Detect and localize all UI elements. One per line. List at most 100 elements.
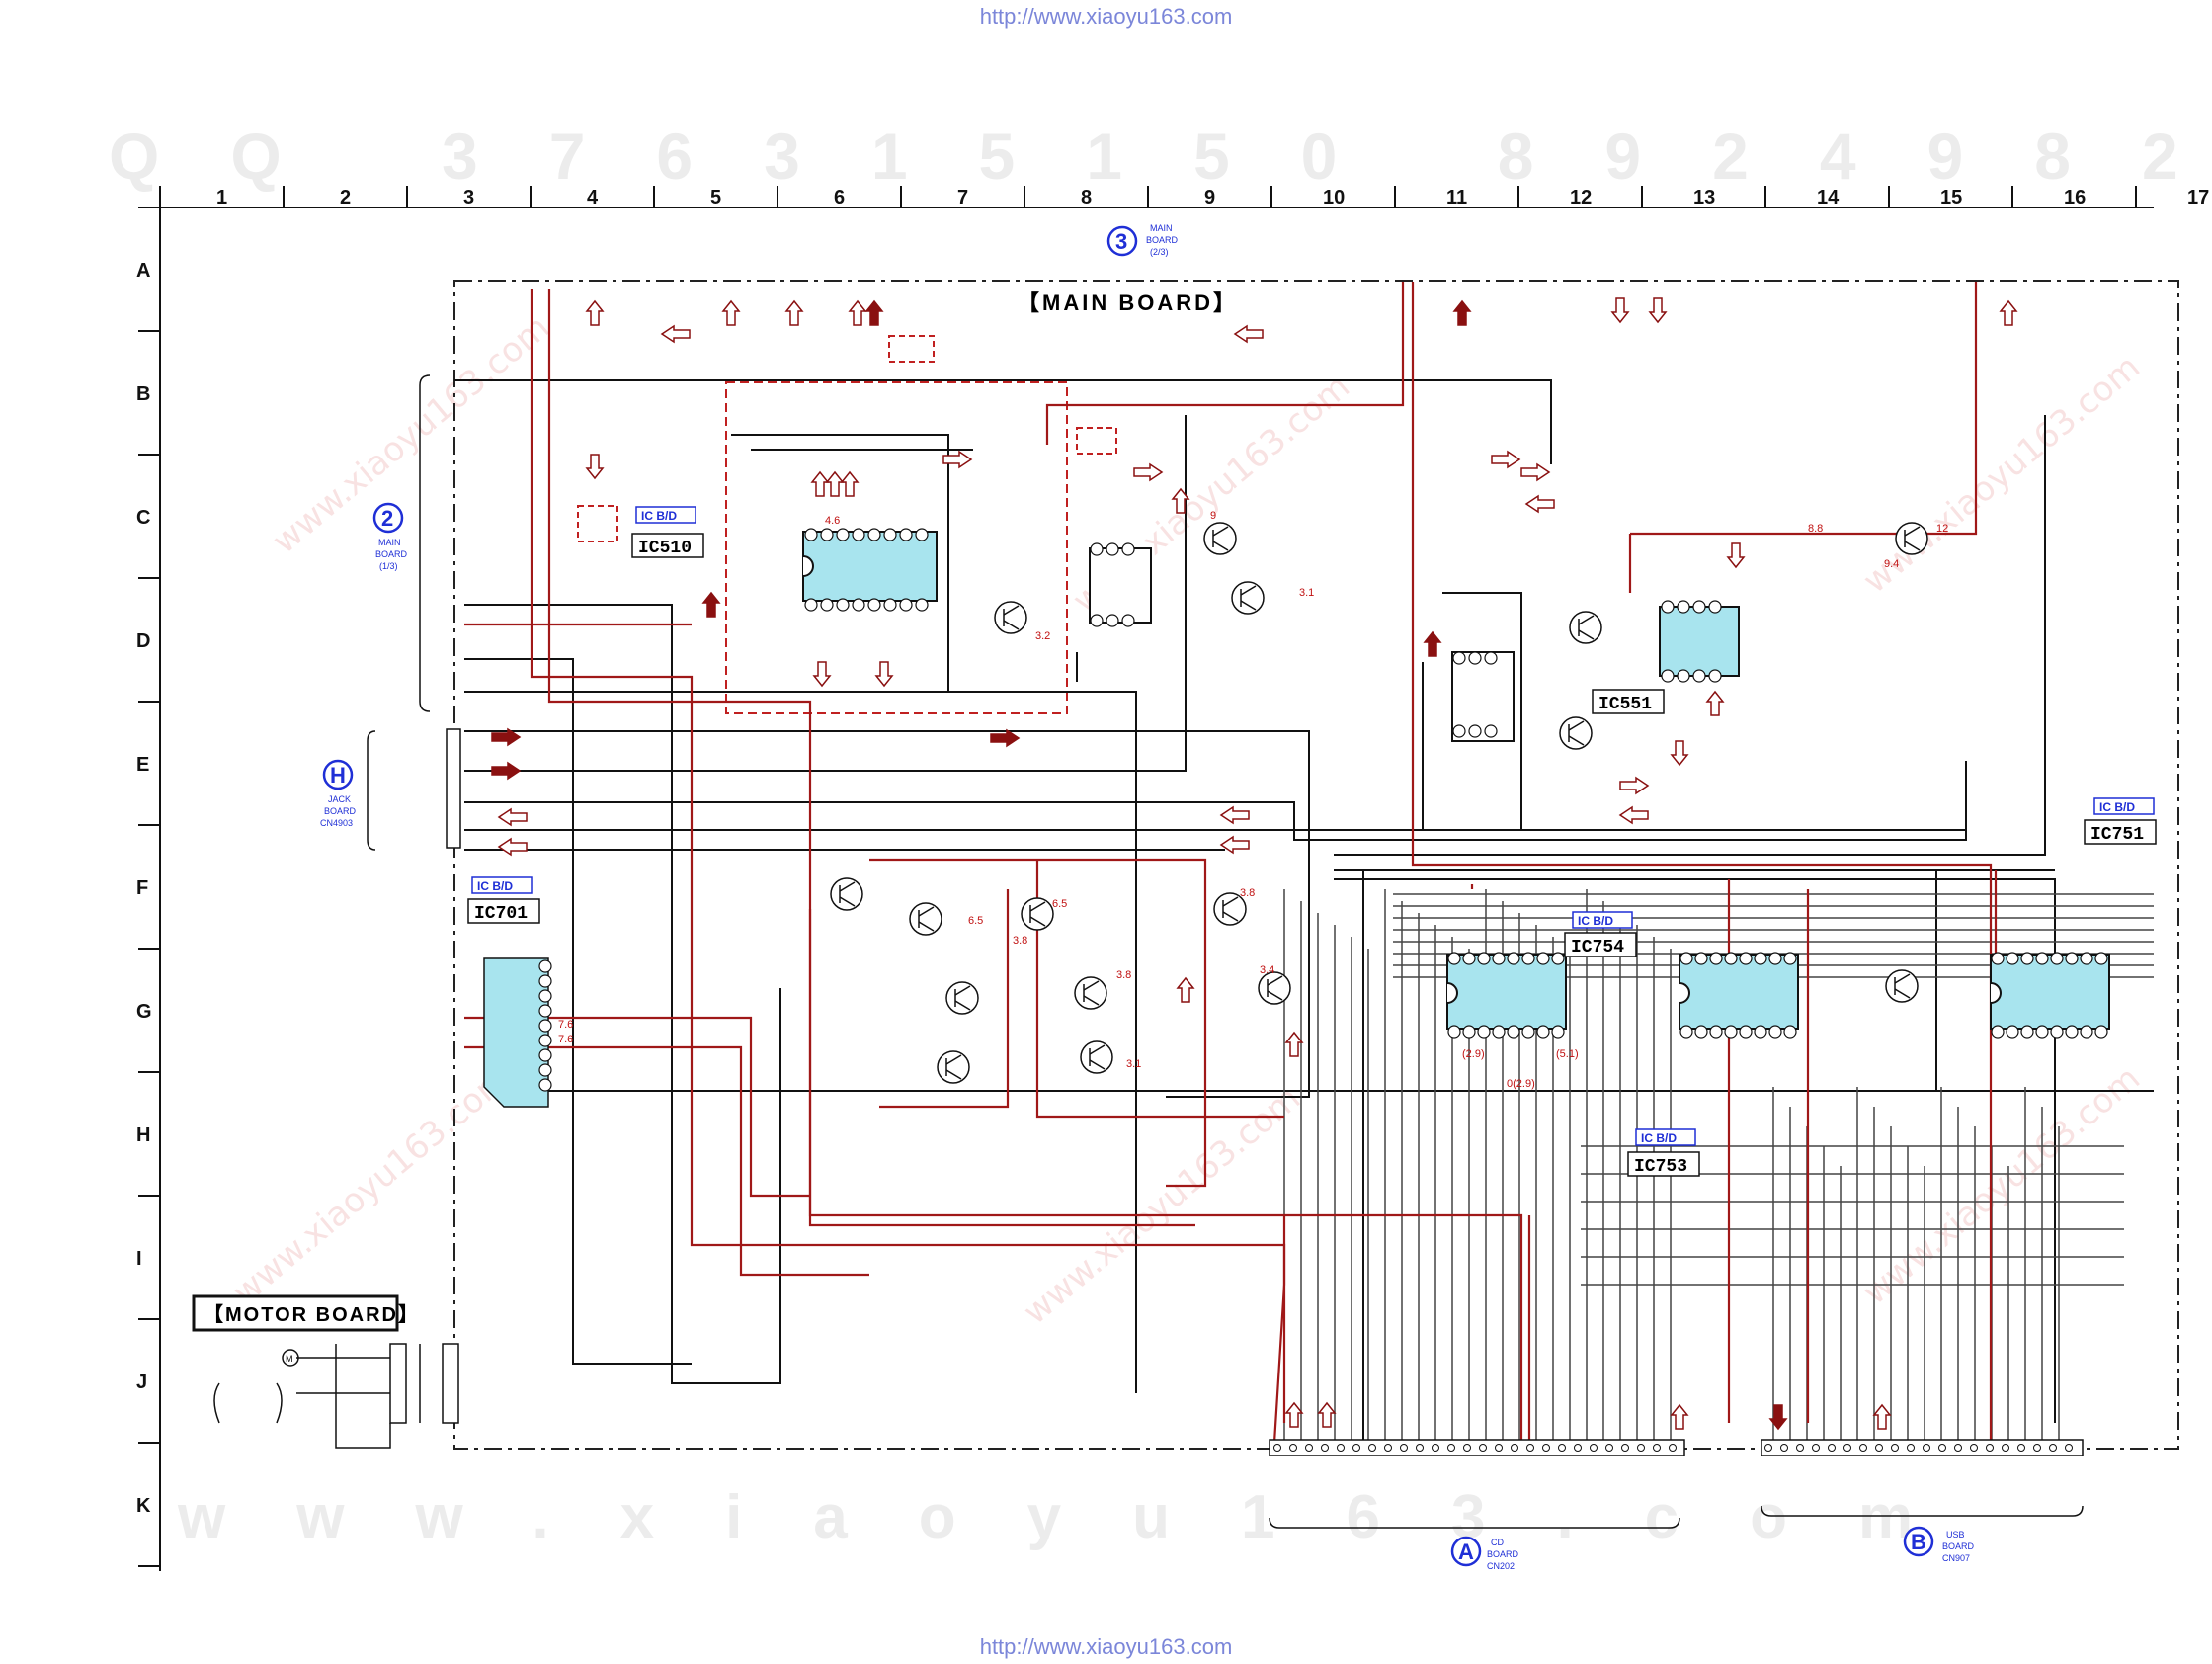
ic753-chip: [1679, 954, 1799, 1030]
row-label: D: [136, 630, 150, 652]
transistors: [830, 522, 1928, 1084]
ic-pin: [1468, 651, 1482, 665]
ic510-tag: IC B/D: [641, 509, 677, 523]
ic-pin: [804, 598, 818, 612]
ic551-chip: [1659, 606, 1740, 677]
voltage-label: 4.6: [825, 515, 840, 527]
connector-pin: [1812, 1444, 1820, 1452]
ic510-name: IC510: [638, 539, 692, 558]
header-url[interactable]: http://www.xiaoyu163.com: [979, 4, 1233, 29]
row-label: E: [136, 754, 149, 776]
connector-pin: [1321, 1444, 1329, 1452]
capacitor-dashed-box: [577, 505, 618, 542]
column-label: 8: [1081, 187, 1092, 208]
connector-pin: [1605, 1444, 1613, 1452]
ic-pin: [836, 598, 850, 612]
connector-pin: [1653, 1444, 1661, 1452]
signal-arrow-up: [864, 299, 884, 326]
connector-pin: [1305, 1444, 1313, 1452]
column-label: 15: [1940, 187, 1962, 208]
signal-arrow-left: [1219, 805, 1250, 825]
signal-arrow-left: [1618, 805, 1649, 825]
signal-arrow-up: [1423, 630, 1442, 657]
signal-arrow-right: [1619, 776, 1650, 795]
voltage-label: 3.8: [1240, 887, 1255, 899]
ic-pin: [1507, 952, 1520, 965]
ref-usb-board-b: B USB BOARD CN907: [1903, 1526, 1975, 1563]
ic-pin: [1536, 952, 1550, 965]
voltage-label: 3.2: [1035, 630, 1050, 642]
connector-pin: [2065, 1444, 2073, 1452]
footer-url[interactable]: http://www.xiaoyu163.com: [979, 1634, 1233, 1659]
connector-pin: [1384, 1444, 1392, 1452]
ic-pin: [1551, 952, 1565, 965]
signal-arrow-up: [840, 470, 860, 497]
ic-pin: [1521, 952, 1535, 965]
signal-arrow-down: [1768, 1404, 1788, 1431]
connector-pin: [1511, 1444, 1518, 1452]
ic-pin: [1709, 952, 1723, 965]
ic-pin: [1447, 952, 1461, 965]
ic-pin: [1709, 1025, 1723, 1039]
ic-pin: [2035, 1025, 2049, 1039]
jack-bracket: [367, 730, 376, 851]
watermark-qq: QQ 376315150 892498299: [109, 120, 2212, 193]
ref-main-board-2: 2 MAIN BOARD (1/3): [372, 502, 408, 571]
ic-pin: [1521, 1025, 1535, 1039]
connector-pin: [1368, 1444, 1376, 1452]
watermark-site: www.xiaoyu163.com: [178, 1483, 1985, 1551]
svg-text:MAIN: MAIN: [378, 538, 401, 547]
transistor: [1895, 522, 1928, 555]
connector-pin: [1400, 1444, 1408, 1452]
column-label: 7: [957, 187, 968, 208]
ic-pin: [1661, 669, 1675, 683]
ic-pins: [538, 528, 2108, 1092]
ic753-tag: IC B/D: [1641, 1131, 1677, 1145]
column-label: 5: [710, 187, 721, 208]
main-board-title: 【MAIN BOARD】: [1018, 291, 1238, 315]
ic-pin: [883, 528, 897, 541]
connector-pin: [1273, 1444, 1281, 1452]
ic754-chip: [1446, 954, 1567, 1030]
signal-arrow-up: [701, 591, 721, 618]
ic751-name: IC751: [2090, 825, 2144, 845]
connector-pin: [1938, 1444, 1946, 1452]
column-label: 4: [587, 187, 599, 208]
ic-pin: [538, 1078, 552, 1092]
column-label: 16: [2064, 187, 2086, 208]
signal-arrow-up: [784, 299, 804, 326]
ic551-name: IC551: [1598, 695, 1652, 714]
connector-pin: [1574, 1444, 1582, 1452]
ic-pin: [867, 528, 881, 541]
connector-pin: [1289, 1444, 1297, 1452]
cd-brace: [1269, 1517, 1680, 1529]
connector-pin: [1796, 1444, 1804, 1452]
voltage-label: 8.8: [1808, 523, 1823, 535]
ic753-label-group: IC B/D IC753: [1627, 1128, 1700, 1177]
signal-arrow-left: [497, 837, 528, 857]
ic-pin: [852, 528, 865, 541]
ic754-name: IC754: [1571, 938, 1624, 957]
ic510-chip: [802, 531, 938, 602]
ic-pin: [1754, 952, 1767, 965]
column-label: 11: [1446, 187, 1467, 208]
ic-pin: [538, 1063, 552, 1077]
svg-text:CN4903: CN4903: [320, 818, 353, 828]
connector-pin: [2049, 1444, 2057, 1452]
signal-arrow-up: [810, 470, 830, 497]
ic-pin: [1484, 724, 1498, 738]
connector-pins: [450, 732, 2073, 1452]
ic551-label-group: IC551: [1592, 689, 1665, 714]
ic-pin: [820, 598, 834, 612]
ic-pin: [1783, 1025, 1797, 1039]
ic-pin: [538, 1019, 552, 1033]
transistor: [945, 981, 979, 1015]
svg-text:A: A: [1458, 1539, 1474, 1564]
column-label: 17: [2187, 187, 2209, 208]
ic-pin: [883, 598, 897, 612]
ic-pin: [1477, 952, 1491, 965]
voltage-label: 6.5: [968, 915, 983, 927]
transistor: [1080, 1040, 1113, 1074]
